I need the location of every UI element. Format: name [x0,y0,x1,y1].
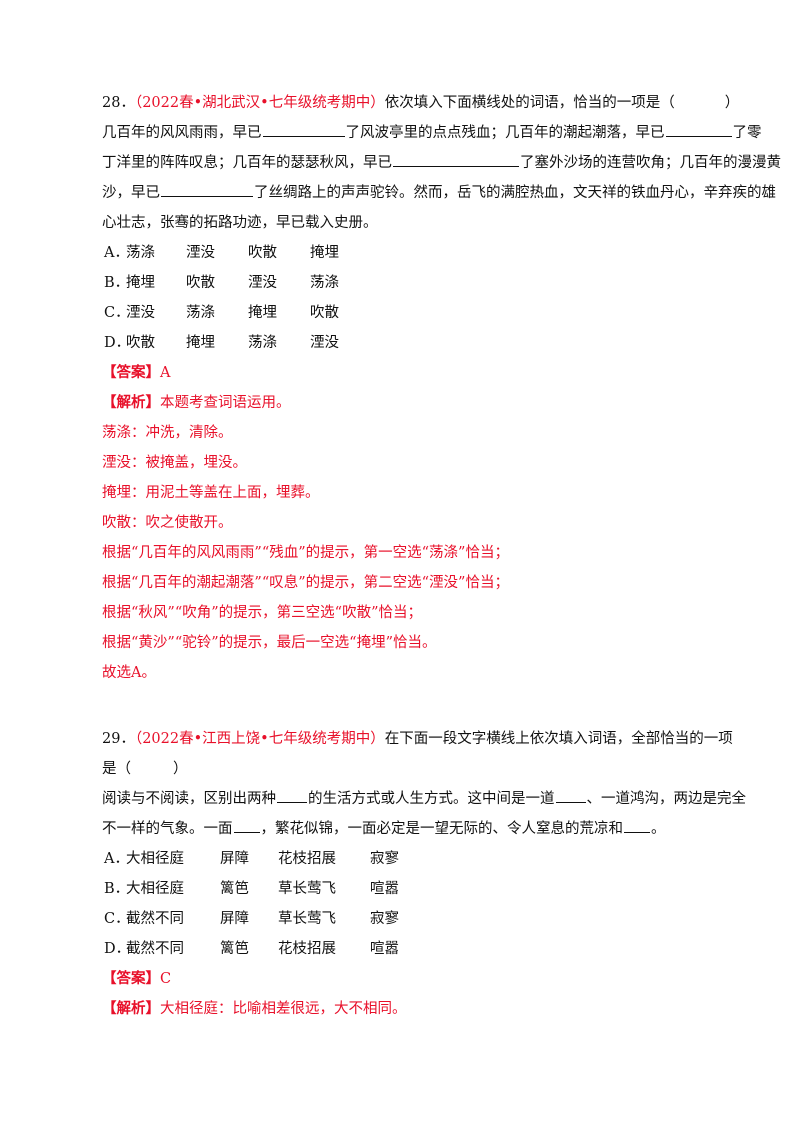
answer-line: 【答案】C [102,964,722,994]
analysis-line: 根据“几百年的风风雨雨”“残血”的提示，第一空选“荡涤”恰当； [102,545,509,561]
option-a: A．荡涤湮没吹散掩埋 [104,245,339,261]
passage-line: 阅读与不阅读，区别出两种的生活方式或人生方式。这中间是一道、一道鸿沟，两边是完全 [102,784,746,814]
analysis-line: 吹散：吹之使散开。 [102,515,233,531]
fill-blank [161,182,253,197]
question-28: 28．（2022春•湖北武汉•七年级统考期中）依次填入下面横线处的词语，恰当的一… [102,88,781,688]
fill-blank [277,788,307,803]
answer-label: 【答案】 [102,364,160,381]
analysis-line: 故选A。 [102,665,156,681]
question-number: 29． [102,731,135,747]
answer-value: A [160,365,171,381]
analysis-label: 【解析】 [102,1000,160,1017]
analysis-line: 荡涤：冲洗，清除。 [102,425,233,441]
question-header: 29．（2022春•江西上饶•七年级统考期中）在下面一段文字横线上依次填入词语，… [102,724,733,754]
question-number: 28． [102,95,135,111]
page-content: 28．（2022春•湖北武汉•七年级统考期中）依次填入下面横线处的词语，恰当的一… [102,88,781,1024]
option-d: D．截然不同篱笆花枝招展喧嚣 [104,941,399,957]
question-stem: 依次填入下面横线处的词语，恰当的一项是（ [384,95,675,111]
analysis-line: 根据“几百年的潮起潮落”“叹息”的提示，第二空选“湮没”恰当； [102,575,509,591]
passage-line: 不一样的气象。一面，繁花似锦，一面必定是一望无际的、令人窒息的荒凉和。 [102,814,722,844]
question-29: 29．（2022春•江西上饶•七年级统考期中）在下面一段文字横线上依次填入词语，… [102,724,746,1024]
question-header: 28．（2022春•湖北武汉•七年级统考期中）依次填入下面横线处的词语，恰当的一… [102,88,739,118]
passage-line: 丁洋里的阵阵叹息；几百年的瑟瑟秋风，早已了塞外沙场的连营吹角；几百年的漫漫黄 [102,148,781,178]
option-b: B．大相径庭篱笆草长莺飞喧嚣 [104,881,399,897]
fill-blank [624,818,650,833]
option-c: C．湮没荡涤掩埋吹散 [104,305,339,321]
fill-blank [393,152,519,167]
question-stem-cont: 是（） [102,761,188,777]
question-source: （2022春•江西上饶•七年级统考期中） [134,731,385,747]
analysis-line: 掩埋：用泥土等盖在上面，埋葬。 [102,485,320,501]
analysis-line: 根据“秋风”“吹角”的提示，第三空选“吹散”恰当； [102,605,422,621]
analysis-line: 根据“黄沙”“驼铃”的提示，最后一空选“掩埋”恰当。 [102,635,437,651]
option-c: C．截然不同屏障草长莺飞寂寥 [104,911,399,927]
passage-line: 沙，早已了丝绸路上的声声驼铃。然而，岳飞的满腔热血，文天祥的铁血丹心，辛弃疾的雄 [102,178,776,208]
fill-blank [665,122,732,137]
analysis-label: 【解析】 [102,394,160,411]
passage-line: 几百年的风风雨雨，早已了风波亭里的点点残血；几百年的潮起潮落，早已了零 [102,118,762,148]
fill-blank [555,788,586,803]
answer-line: 【答案】A [102,358,722,388]
option-d: D．吹散掩埋荡涤湮没 [104,335,339,351]
answer-value: C [160,971,172,987]
option-a: A．大相径庭屏障花枝招展寂寥 [104,851,399,867]
paren-close: ） [724,95,740,111]
fill-blank [233,818,260,833]
passage-line: 心壮志，张骞的拓路功迹，早已载入史册。 [102,215,378,231]
analysis-line: 【解析】本题考查词语运用。 [102,394,291,411]
fill-blank [262,122,345,137]
analysis-line: 湮没：被掩盖，埋没。 [102,455,247,471]
analysis-line: 【解析】大相径庭：比喻相差很远，大不相同。 [102,1000,407,1017]
option-b: B．掩埋吹散湮没荡涤 [104,275,339,291]
question-source: （2022春•湖北武汉•七年级统考期中） [134,95,385,111]
question-stem: 在下面一段文字横线上依次填入词语，全部恰当的一项 [384,731,733,747]
answer-label: 【答案】 [102,970,160,987]
